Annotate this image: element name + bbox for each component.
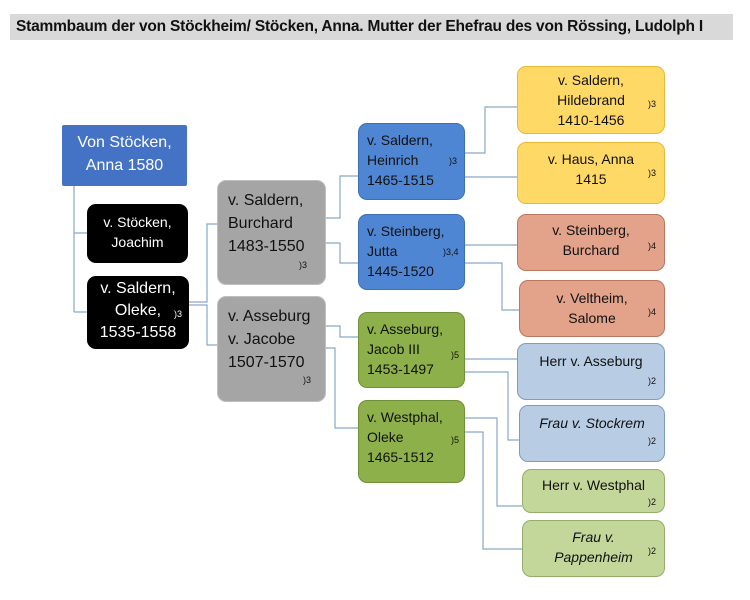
node-hildebrand-von-saldern[interactable]: v. Saldern, Hildebrand 1410-1456 )3: [517, 66, 665, 134]
node-anna-von-haus[interactable]: v. Haus, Anna 1415 )3: [517, 142, 665, 204]
node-line: v. Asseburg,: [367, 321, 444, 337]
node-line: Salome: [568, 310, 616, 326]
node-line: Frau v.: [572, 529, 615, 545]
connector: [465, 106, 517, 178]
node-line: v. Asseburg: [228, 308, 311, 325]
node-line: 1465-1515: [367, 172, 434, 188]
node-line: Heinrich: [367, 152, 419, 168]
footnote-ref: )3: [449, 156, 458, 166]
node-line: Von Stöcken,: [77, 134, 172, 151]
node-line: Anna 1580: [85, 157, 164, 174]
node-heinrich-von-saldern[interactable]: v. Saldern, Heinrich 1465-1515 )3: [358, 123, 465, 200]
node-line: Hildebrand: [557, 92, 625, 108]
node-herr-von-asseburg[interactable]: Herr v. Asseburg )2: [517, 343, 665, 400]
node-line: v. Saldern,: [228, 192, 304, 209]
footnote-ref: )2: [647, 376, 656, 386]
node-line: 1535-1558: [99, 324, 177, 341]
footnote-ref: )3,4: [443, 247, 459, 257]
node-jacob-iii-von-asseburg[interactable]: v. Asseburg, Jacob III 1453-1497 )5: [358, 312, 465, 388]
footnote-ref: )2: [647, 546, 656, 556]
node-line: Jacob III: [367, 341, 420, 357]
footnote-ref: )5: [451, 435, 460, 445]
node-line: v. Stöcken,: [103, 214, 172, 230]
connector: [73, 186, 87, 313]
node-joachim-von-stoecken[interactable]: v. Stöcken, Joachim: [87, 204, 188, 263]
node-frau-von-pappenheim[interactable]: Frau v. Pappenheim )2: [522, 520, 665, 577]
footnote-ref: )3: [298, 260, 307, 270]
footnote-ref: )3: [647, 168, 656, 178]
node-line: 1445-1520: [367, 263, 434, 279]
node-line: Oleke,: [114, 302, 162, 319]
node-anna-von-stoecken[interactable]: Von Stöcken, Anna 1580: [62, 125, 187, 186]
connector: [326, 325, 358, 429]
node-line: v. Steinberg,: [367, 223, 445, 239]
node-line: Oleke: [367, 429, 404, 445]
node-line: 1507-1570: [228, 354, 305, 371]
node-herr-von-westphal[interactable]: Herr v. Westphal )2: [522, 469, 665, 513]
node-line: Herr v. Asseburg: [539, 353, 643, 369]
node-line: Herr v. Westphal: [542, 477, 645, 493]
node-line: v. Saldern,: [367, 132, 433, 148]
node-line: Burchard: [228, 215, 293, 232]
node-line: v. Westphal,: [367, 409, 443, 425]
footnote-ref: )3: [647, 99, 656, 109]
footnote-ref: )4: [647, 307, 656, 317]
node-line: 1465-1512: [367, 449, 434, 465]
node-line: v. Veltheim,: [556, 290, 628, 306]
footnote-ref: )3: [302, 375, 311, 385]
footnote-ref: )5: [451, 350, 460, 360]
page-title: Stammbaum der von Stöckheim/ Stöcken, An…: [10, 14, 733, 40]
connector: [465, 244, 519, 311]
node-line: v. Saldern,: [100, 280, 176, 297]
node-line: Joachim: [111, 234, 164, 250]
node-line: v. Steinberg,: [552, 222, 630, 238]
node-line: 1453-1497: [367, 361, 434, 377]
node-jutta-von-steinberg[interactable]: v. Steinberg, Jutta 1445-1520 )3,4: [358, 214, 465, 290]
connector: [189, 223, 217, 346]
footnote-ref: )4: [647, 241, 656, 251]
node-jacobe-von-asseburg[interactable]: v. Asseburg v. Jacobe 1507-1570 )3: [217, 296, 326, 402]
node-oleke-von-westphal[interactable]: v. Westphal, Oleke 1465-1512 )5: [358, 400, 465, 483]
footnote-ref: )2: [647, 436, 656, 446]
footnote-ref: )2: [647, 497, 656, 507]
footnote-ref: )3: [173, 309, 182, 319]
node-line: 1410-1456: [557, 112, 625, 128]
node-burchard-von-saldern[interactable]: v. Saldern, Burchard 1483-1550 )3: [217, 180, 326, 285]
node-line: v. Saldern,: [558, 72, 624, 88]
connector: [326, 175, 358, 264]
node-line: v. Jacobe: [228, 331, 296, 348]
node-line: Jutta: [367, 243, 398, 259]
node-line: 1415: [575, 171, 607, 187]
node-salome-von-veltheim[interactable]: v. Veltheim, Salome )4: [519, 280, 665, 337]
node-frau-von-stockrem[interactable]: Frau v. Stockrem )2: [519, 405, 665, 462]
node-oleke-von-saldern[interactable]: v. Saldern, Oleke, 1535-1558 )3: [87, 276, 189, 349]
connector: [465, 417, 522, 550]
node-line: Burchard: [562, 242, 620, 258]
connector: [465, 358, 519, 441]
node-line: Pappenheim: [554, 549, 633, 565]
node-line: v. Haus, Anna: [547, 151, 635, 167]
node-line: Frau v. Stockrem: [539, 415, 645, 431]
node-line: 1483-1550: [228, 238, 305, 255]
node-burchard-von-steinberg[interactable]: v. Steinberg, Burchard )4: [517, 214, 665, 271]
